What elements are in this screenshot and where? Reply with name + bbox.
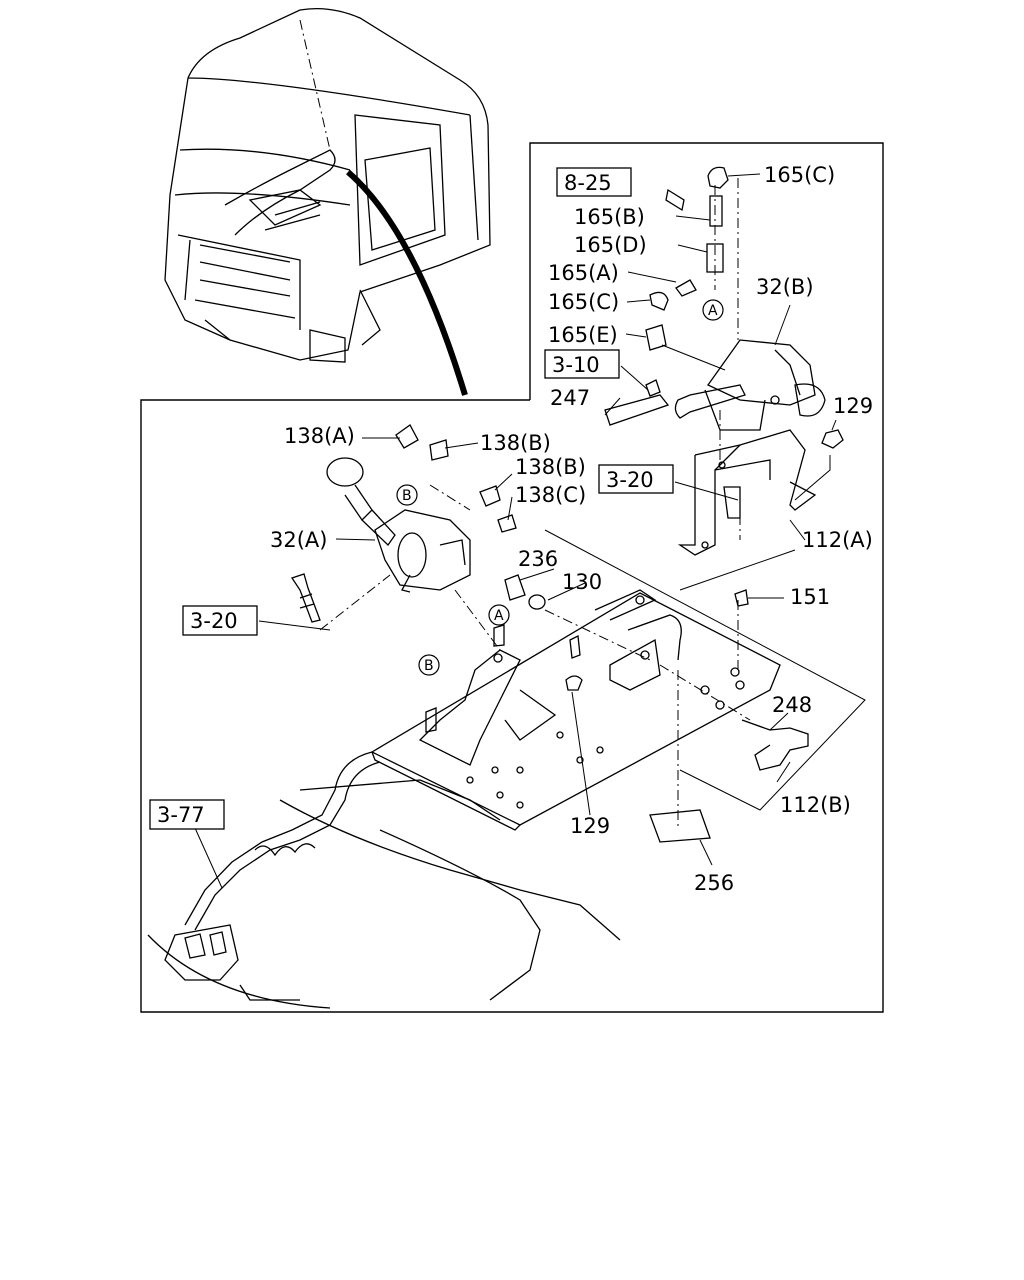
label-256: 256 — [694, 871, 734, 895]
connector-b-lower-circle — [418, 654, 440, 676]
truck-cab-illustration — [164, 7, 491, 363]
label-165c-top: 165(C) — [764, 163, 835, 187]
label-138a: 138(A) — [284, 424, 355, 448]
ref-box-3-20-right-frame — [598, 464, 674, 494]
centerline — [299, 19, 331, 151]
connector-b-upper-circle — [396, 484, 418, 506]
detail-frames — [140, 142, 884, 1013]
label-130: 130 — [562, 570, 602, 594]
connector-b-upper: B — [402, 488, 412, 504]
ref-box-3-20-left-frame — [182, 605, 258, 636]
label-236: 236 — [518, 547, 558, 571]
ref-box-8-25[interactable]: 8-25 — [564, 171, 612, 195]
label-32a: 32(A) — [270, 528, 327, 552]
label-138c: 138(C) — [515, 483, 586, 507]
label-247: 247 — [550, 386, 590, 410]
ref-box-8-25-frame — [556, 167, 632, 197]
base-plate-assembly — [370, 574, 809, 843]
connector-markers: A B A B — [396, 299, 724, 676]
ref-box-3-20-right[interactable]: 3-20 — [606, 468, 654, 492]
ref-box-3-20-left[interactable]: 3-20 — [190, 609, 238, 633]
ref-box-3-77-frame — [149, 799, 225, 830]
connector-a-top: A — [708, 303, 718, 319]
connector-a-lower-circle — [488, 604, 510, 626]
label-138b-2: 138(B) — [515, 455, 586, 479]
cab-callout-curve — [346, 169, 468, 396]
label-165a: 165(A) — [548, 261, 619, 285]
floor-and-cable — [147, 751, 621, 1009]
group-brackets — [544, 455, 866, 811]
label-129-top: 129 — [833, 394, 873, 418]
connector-b-lower: B — [424, 658, 434, 674]
ref-box-3-10[interactable]: 3-10 — [552, 353, 600, 377]
label-248: 248 — [772, 693, 812, 717]
reference-boxes: 8-25 3-10 3-20 3-20 3-77 — [149, 167, 674, 830]
label-165b: 165(B) — [574, 205, 645, 229]
leader-lines — [194, 173, 837, 889]
valve-32a-assembly — [290, 424, 517, 623]
ref-box-3-10-frame — [544, 349, 620, 379]
connector-a-lower: A — [494, 608, 504, 624]
fittings-165 — [604, 166, 729, 426]
label-151: 151 — [790, 585, 830, 609]
valve-32b-assembly — [674, 339, 844, 556]
label-112b: 112(B) — [780, 793, 851, 817]
label-129-bottom: 129 — [570, 814, 610, 838]
label-138b-1: 138(B) — [480, 431, 551, 455]
label-165c: 165(C) — [548, 290, 619, 314]
label-165d: 165(D) — [574, 233, 647, 257]
label-165e: 165(E) — [548, 323, 618, 347]
part-labels: 165(C) 165(B) 165(D) 165(A) 165(C) 165(E… — [270, 163, 873, 895]
ref-box-3-77[interactable]: 3-77 — [157, 803, 205, 827]
center-lines — [319, 178, 751, 830]
connector-a-top-circle — [702, 299, 724, 321]
label-112a: 112(A) — [802, 528, 873, 552]
label-32b: 32(B) — [756, 275, 814, 299]
